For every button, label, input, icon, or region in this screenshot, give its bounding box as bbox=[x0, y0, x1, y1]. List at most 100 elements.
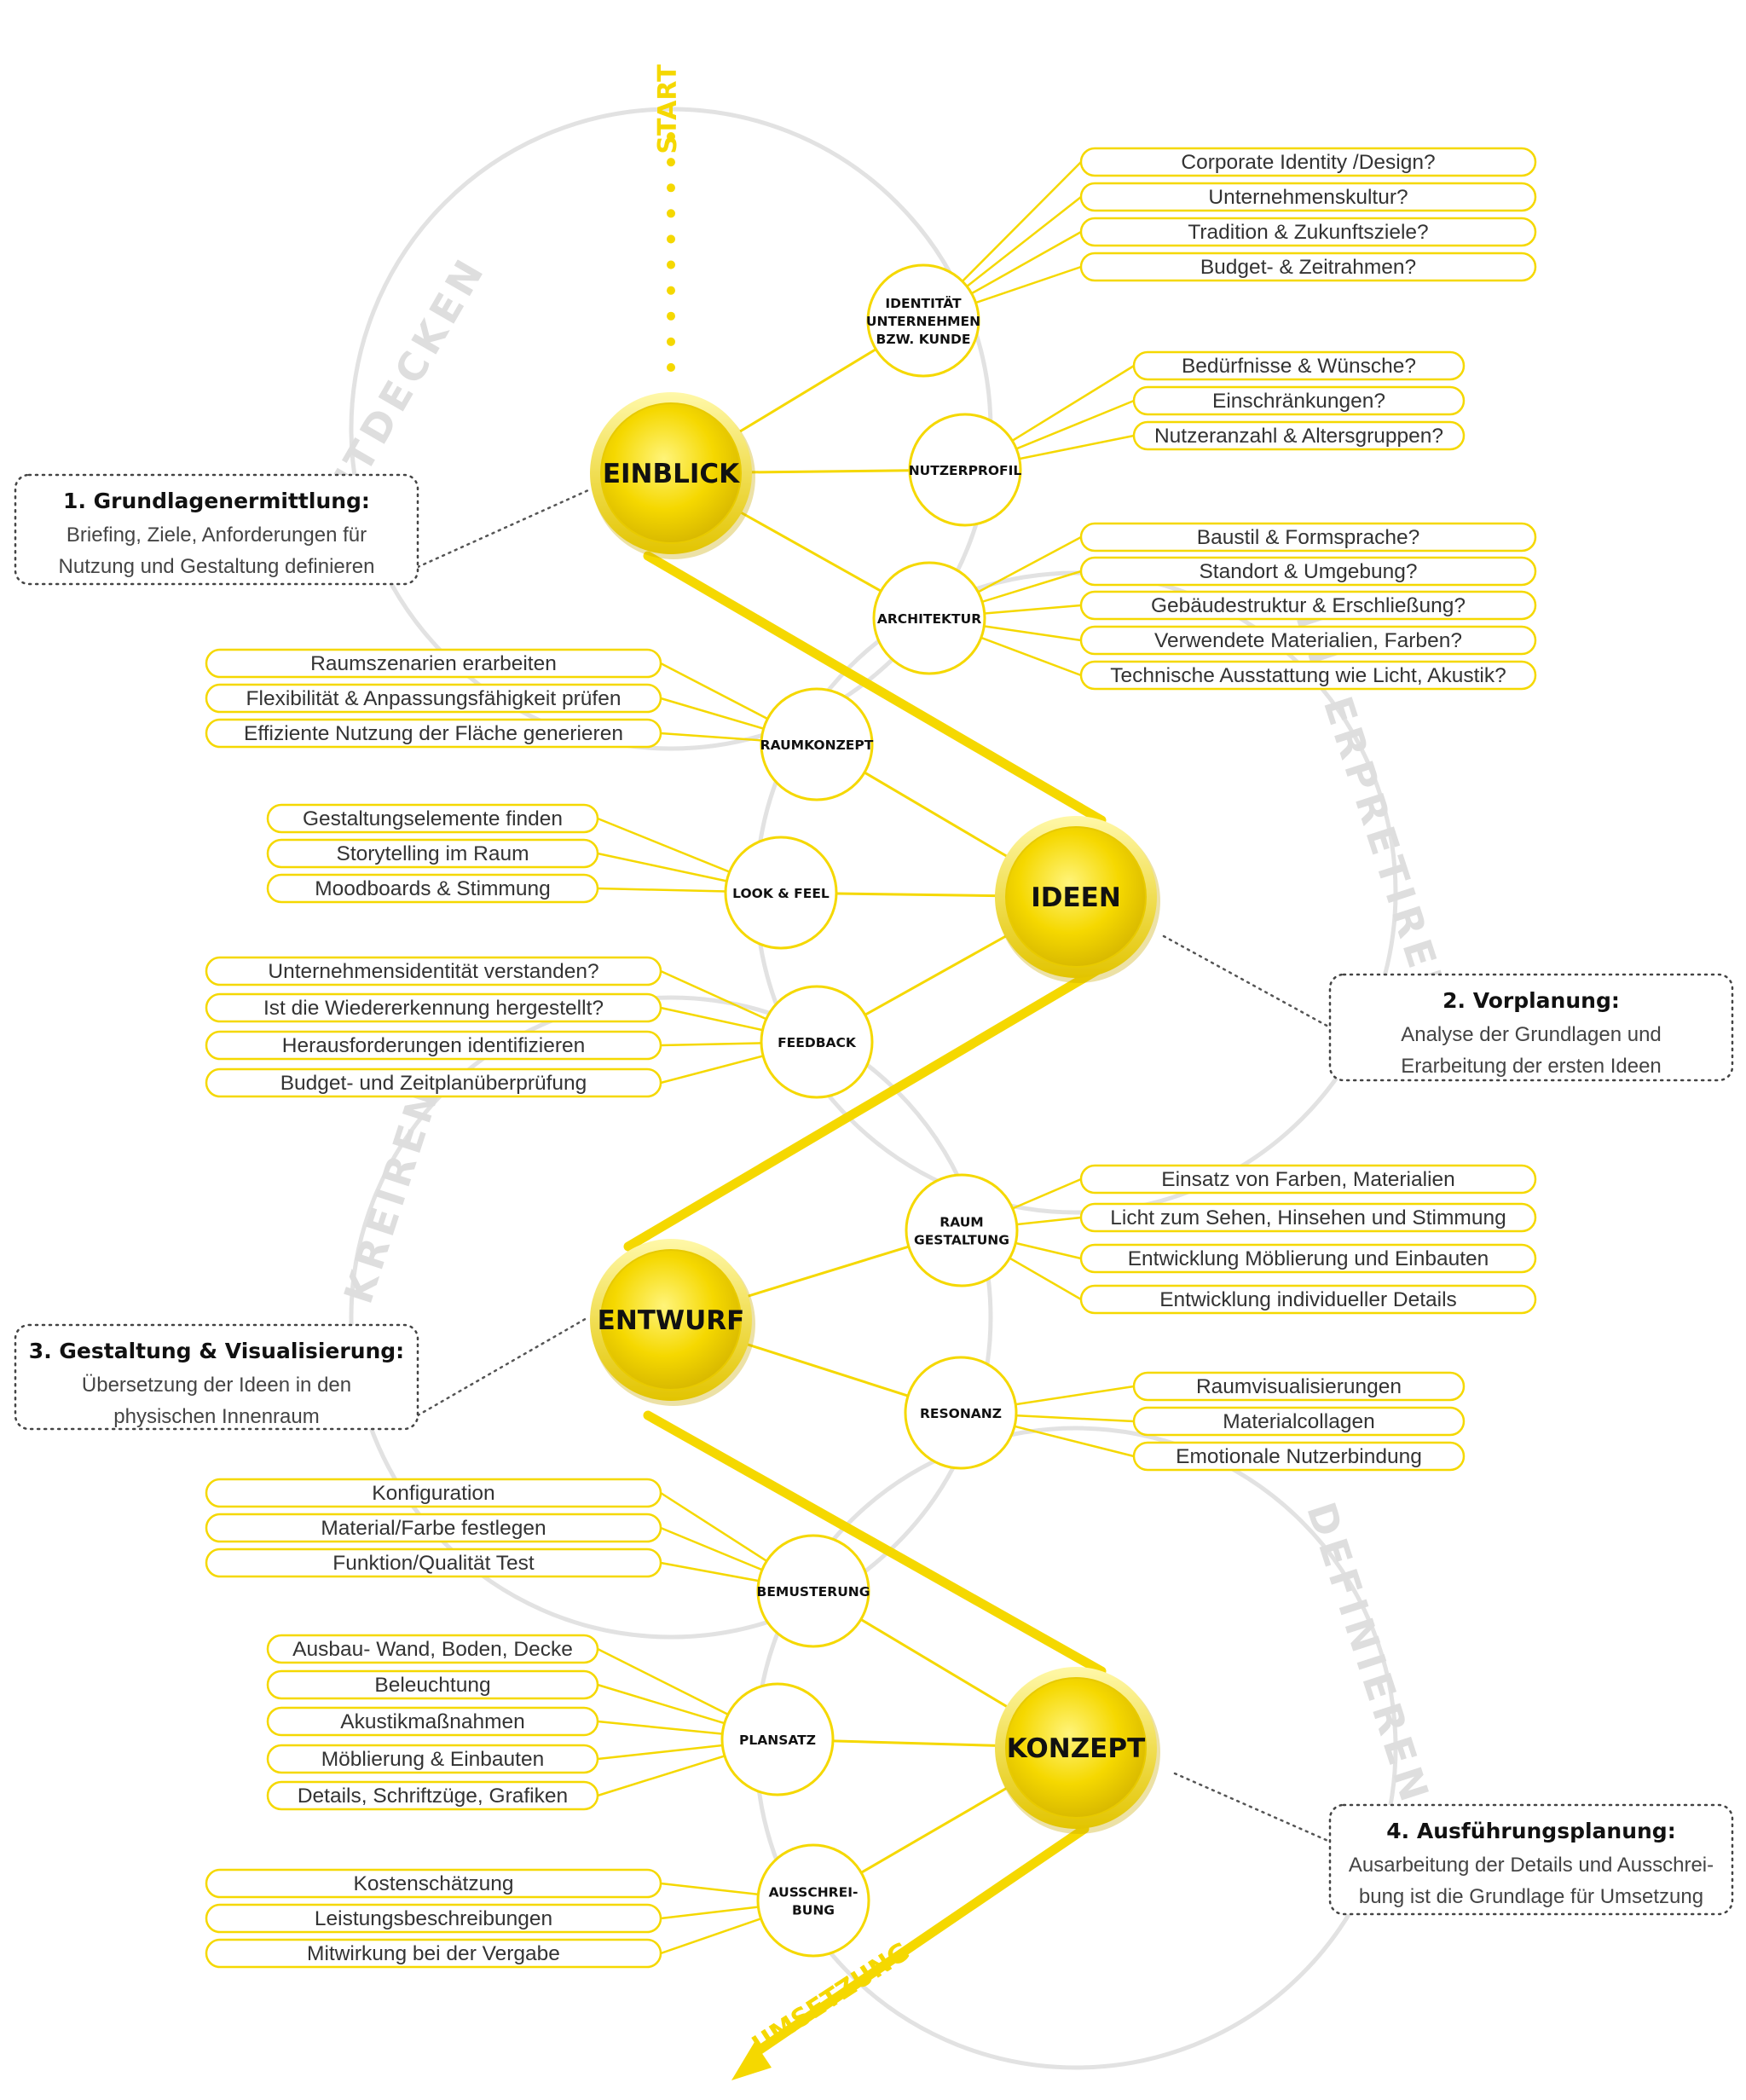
item-label-raumgestaltung-0: Einsatz von Farben, Materialien bbox=[1161, 1168, 1455, 1191]
note-line-n2-1: Erarbeitung der ersten Ideen bbox=[1401, 1055, 1662, 1078]
item-label-raumkonzept-0: Raumszenarien erarbeiten bbox=[310, 652, 557, 675]
note-title-n2: 2. Vorplanung: bbox=[1442, 988, 1620, 1013]
subtopic-label-plansatz-0: PLANSATZ bbox=[739, 1733, 816, 1748]
item-label-resonanz-2: Emotionale Nutzerbindung bbox=[1176, 1445, 1422, 1468]
end-arrowhead bbox=[731, 2042, 772, 2080]
item-pills: Corporate Identity /Design?Unternehmensk… bbox=[205, 147, 1537, 1969]
subtopic-circle-raumgestaltung bbox=[905, 1173, 1019, 1287]
subtopic-circle-plansatz bbox=[720, 1682, 835, 1796]
note-n4: 4. Ausführungsplanung:Ausarbeitung der D… bbox=[1328, 1803, 1734, 1916]
subtopic-circle-raumkonzept bbox=[760, 687, 874, 801]
item-pill-identitaet-2 bbox=[1079, 217, 1537, 247]
item-label-resonanz-1: Materialcollagen bbox=[1223, 1410, 1374, 1433]
subtopic-label-raumgestaltung-0: RAUM bbox=[939, 1215, 983, 1230]
note-line-n1-0: Briefing, Ziele, Anforderungen für bbox=[66, 524, 367, 547]
item-label-ausschreibung-2: Mitwirkung bei der Vergabe bbox=[307, 1942, 560, 1965]
item-pill-nutzerprofil-2 bbox=[1132, 420, 1466, 451]
item-pill-bemusterung-1 bbox=[205, 1513, 662, 1543]
item-pill-identitaet-1 bbox=[1079, 182, 1537, 212]
item-pill-plansatz-4 bbox=[266, 1780, 599, 1811]
item-label-feedback-0: Unternehmensidentität verstanden? bbox=[268, 960, 598, 983]
item-pill-bemusterung-2 bbox=[205, 1548, 662, 1578]
item-label-raumkonzept-2: Effiziente Nutzung der Fläche generieren bbox=[244, 722, 623, 745]
subtopic-circle-feedback bbox=[760, 985, 874, 1099]
label-kreiren: KREIREN bbox=[335, 1079, 449, 1310]
subtopic-circle-lookfeel bbox=[724, 836, 838, 950]
subtopic-label-lookfeel-0: LOOK & FEEL bbox=[732, 886, 830, 901]
item-pill-bemusterung-0 bbox=[205, 1478, 662, 1508]
item-label-identitaet-0: Corporate Identity /Design? bbox=[1181, 151, 1435, 174]
label-definieren: DEFINIEREN bbox=[1298, 1497, 1439, 1812]
item-pill-lookfeel-2 bbox=[266, 873, 599, 904]
phase-label-entwurf: ENTWURF bbox=[598, 1305, 745, 1336]
item-label-nutzerprofil-0: Bedürfnisse & Wünsche? bbox=[1182, 355, 1416, 378]
item-pill-ausschreibung-1 bbox=[205, 1903, 662, 1934]
item-label-architektur-3: Verwendete Materialien, Farben? bbox=[1154, 629, 1462, 652]
item-label-plansatz-1: Beleuchtung bbox=[374, 1674, 490, 1697]
item-pill-raumgestaltung-2 bbox=[1079, 1243, 1537, 1274]
item-label-plansatz-0: Ausbau- Wand, Boden, Decke bbox=[292, 1638, 573, 1661]
item-pill-resonanz-2 bbox=[1132, 1441, 1466, 1472]
item-label-architektur-0: Baustil & Formsprache? bbox=[1197, 526, 1419, 549]
subtopic-label-identitaet-1: UNTERNEHMEN bbox=[866, 314, 980, 329]
item-label-architektur-2: Gebäudestruktur & Erschließung? bbox=[1151, 594, 1466, 617]
item-pill-plansatz-3 bbox=[266, 1744, 599, 1774]
main-path bbox=[623, 551, 1107, 2056]
subtopic-label-identitaet-2: BZW. KUNDE bbox=[876, 332, 971, 347]
bg-circle-kreiren bbox=[349, 995, 993, 1640]
item-pill-raumkonzept-2 bbox=[205, 718, 662, 749]
item-pill-feedback-2 bbox=[205, 1030, 662, 1061]
item-label-lookfeel-2: Moodboards & Stimmung bbox=[315, 877, 550, 900]
item-pill-ausschreibung-0 bbox=[205, 1868, 662, 1899]
item-pill-resonanz-1 bbox=[1132, 1406, 1466, 1437]
note-title-n3: 3. Gestaltung & Visualisierung: bbox=[29, 1339, 404, 1363]
phase-label-einblick: EINBLICK bbox=[603, 459, 740, 489]
note-line-n3-1: physischen Innenraum bbox=[113, 1405, 319, 1428]
item-label-identitaet-2: Tradition & Zukunftsziele? bbox=[1188, 221, 1428, 244]
item-label-plansatz-3: Möblierung & Einbauten bbox=[321, 1748, 545, 1771]
note-n1: 1. Grundlagenermittlung: Briefing, Ziele,… bbox=[14, 473, 419, 586]
subtopic-label-nutzerprofil-0: NUTZERPROFIL bbox=[909, 463, 1022, 478]
item-label-feedback-1: Ist die Wiedererkennung hergestellt? bbox=[263, 997, 604, 1020]
item-pill-nutzerprofil-0 bbox=[1132, 350, 1466, 381]
note-line-n4-1: bung ist die Grundlage für Umsetzung bbox=[1359, 1885, 1703, 1908]
note-n2: 2. Vorplanung: Analyse der Grundlagen und… bbox=[1328, 973, 1734, 1082]
subtopic-circle-resonanz bbox=[904, 1356, 1018, 1470]
item-label-resonanz-0: Raumvisualisierungen bbox=[1196, 1375, 1402, 1398]
item-pill-raumkonzept-1 bbox=[205, 683, 662, 714]
note-connectors bbox=[416, 489, 1332, 1843]
subtopic-circle-architektur bbox=[872, 561, 986, 675]
item-label-feedback-2: Herausforderungen identifizieren bbox=[282, 1034, 585, 1057]
phase-ball-einblick: EINBLICK bbox=[590, 392, 755, 559]
item-pill-feedback-0 bbox=[205, 956, 662, 986]
item-pill-lookfeel-1 bbox=[266, 838, 599, 869]
note-n3: 3. Gestaltung & Visualisierung:Übersetzu… bbox=[14, 1323, 419, 1431]
item-pill-lookfeel-0 bbox=[266, 803, 599, 834]
item-pill-feedback-1 bbox=[205, 992, 662, 1023]
item-pill-identitaet-0 bbox=[1079, 147, 1537, 177]
note-line-n2-0: Analyse der Grundlagen und bbox=[1401, 1023, 1662, 1046]
item-pill-raumgestaltung-1 bbox=[1079, 1202, 1537, 1233]
phase-label-ideen: IDEEN bbox=[1031, 882, 1121, 913]
item-label-lookfeel-1: Storytelling im Raum bbox=[336, 842, 529, 865]
subtopic-label-raumgestaltung-1: GESTALTUNG bbox=[914, 1233, 1009, 1248]
item-pill-feedback-3 bbox=[205, 1067, 662, 1098]
note-title-n4: 4. Ausführungsplanung: bbox=[1386, 1819, 1675, 1843]
item-label-bemusterung-1: Material/Farbe festlegen bbox=[321, 1517, 546, 1540]
start-marker: START bbox=[653, 64, 683, 384]
subtopic-label-resonanz-0: RESONANZ bbox=[920, 1406, 1002, 1421]
item-label-lookfeel-0: Gestaltungselemente finden bbox=[303, 807, 563, 830]
item-label-ausschreibung-1: Leistungsbeschreibungen bbox=[315, 1907, 552, 1930]
item-pill-architektur-1 bbox=[1079, 556, 1537, 587]
item-label-ausschreibung-0: Kostenschätzung bbox=[354, 1872, 514, 1895]
subtopic-circle-bemusterung bbox=[756, 1534, 870, 1648]
note-title-n1: 1. Grundlagenermittlung: bbox=[63, 489, 370, 513]
item-label-raumgestaltung-3: Entwicklung individueller Details bbox=[1159, 1288, 1457, 1311]
item-label-plansatz-4: Details, Schriftzüge, Grafiken bbox=[298, 1785, 568, 1808]
item-pill-resonanz-0 bbox=[1132, 1371, 1466, 1402]
item-pill-raumgestaltung-0 bbox=[1079, 1164, 1537, 1195]
phase-ball-ideen: IDEEN bbox=[995, 816, 1160, 983]
phase-notes: 1. Grundlagenermittlung: Briefing, Ziele,… bbox=[14, 473, 1734, 1916]
item-label-plansatz-2: Akustikmaßnahmen bbox=[340, 1710, 525, 1733]
